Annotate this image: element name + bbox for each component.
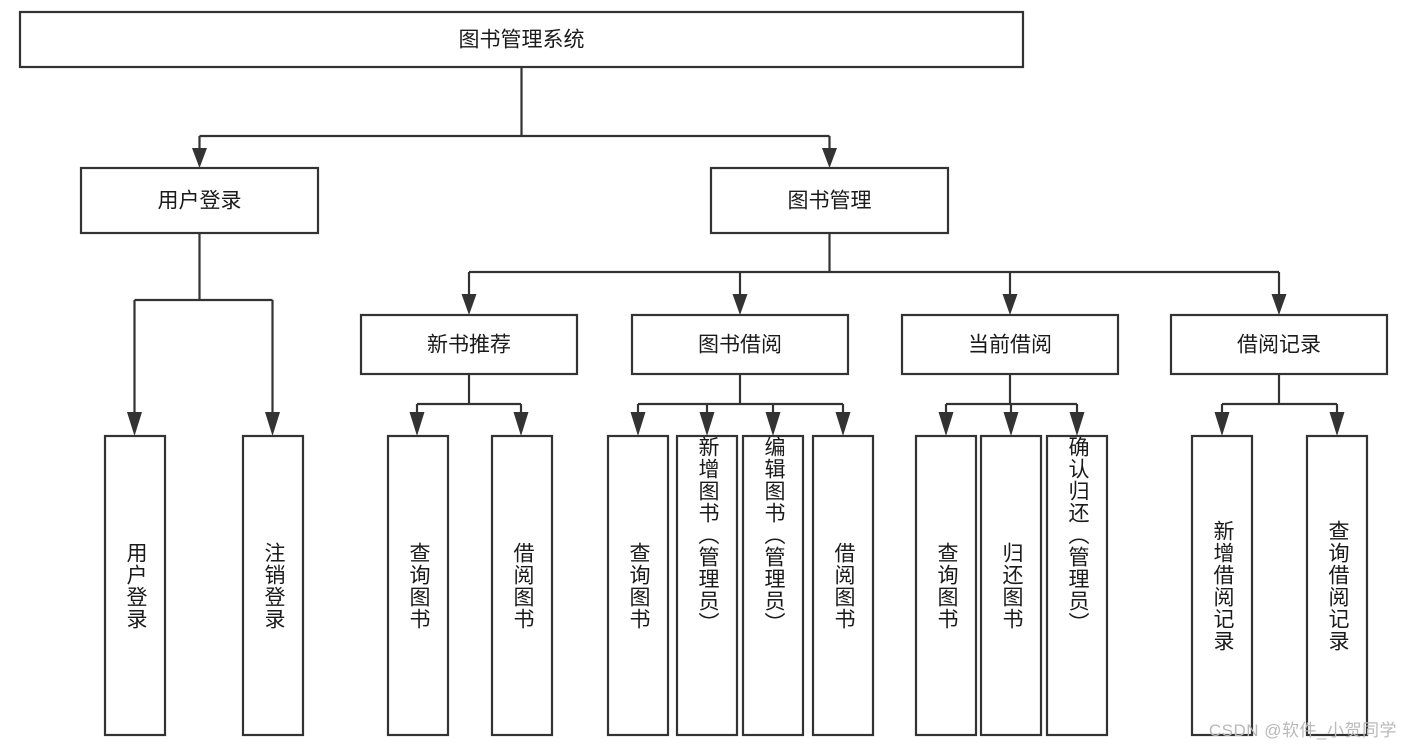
connector-group-book-manage (461, 233, 1287, 315)
arrow-head-icon-leaf-borrow-lend-book (835, 412, 851, 436)
arrow-head-icon-leaf-rec-query-record (1329, 412, 1345, 436)
node-box-leaf-borrow-edit-book[interactable] (741, 434, 805, 737)
arrow-head-icon-leaf-borrow-edit-book (765, 412, 781, 436)
node-box-leaf-borrow-query-book[interactable] (606, 434, 670, 737)
arrow-head-icon-leaf-cur-return-book (1003, 412, 1019, 436)
watermark-text: CSDN @软件_小贺同学 (1208, 721, 1397, 740)
node-label-user-login: 用户登录 (158, 190, 242, 213)
arrow-head-icon-leaf-borrow-query-book (630, 412, 646, 436)
node-box-leaf-rec-query-book[interactable] (386, 434, 450, 737)
arrow-head-icon-borrow-record (1271, 294, 1287, 315)
node-box-book-borrow[interactable] (630, 313, 850, 376)
arrow-head-icon-book-manage (822, 148, 837, 168)
node-box-leaf-rec-borrow-book[interactable] (490, 434, 554, 737)
arrow-head-icon-leaf-rec-add-record (1214, 412, 1230, 436)
connector-group-borrow-record (1214, 374, 1345, 436)
node-box-leaf-user-login[interactable] (103, 434, 167, 737)
node-box-leaf-cur-return-book[interactable] (979, 434, 1043, 737)
connector-group-current-borrow (938, 374, 1085, 436)
arrow-head-icon-leaf-user-login (127, 412, 142, 436)
arrow-head-icon-book-borrow (732, 294, 748, 315)
arrow-head-icon-user-login (192, 148, 207, 168)
arrow-head-icon-new-book-rec (461, 294, 477, 315)
arrow-head-icon-leaf-rec-borrow-book (513, 412, 529, 436)
arrow-head-icon-leaf-cur-confirm-return (1069, 412, 1085, 436)
node-box-borrow-record[interactable] (1169, 313, 1389, 376)
node-box-leaf-user-logout[interactable] (241, 434, 305, 737)
arrow-head-icon-leaf-user-logout (265, 412, 280, 436)
connector-group-root (192, 67, 837, 168)
node-box-leaf-cur-confirm-return[interactable] (1045, 434, 1109, 737)
node-box-leaf-rec-add-record[interactable] (1190, 434, 1254, 737)
node-box-current-borrow[interactable] (900, 313, 1120, 376)
node-label-book-manage: 图书管理 (788, 190, 872, 213)
arrow-head-icon-leaf-borrow-add-book (699, 412, 715, 436)
node-box-leaf-rec-query-record[interactable] (1305, 434, 1369, 737)
node-box-root[interactable] (18, 10, 1025, 69)
node-box-leaf-cur-query-book[interactable] (914, 434, 978, 737)
node-label-current-borrow: 当前借阅 (968, 334, 1052, 357)
node-label-borrow-record: 借阅记录 (1237, 334, 1321, 357)
node-label-root: 图书管理系统 (459, 29, 585, 52)
node-label-new-book-rec: 新书推荐 (427, 334, 511, 357)
arrow-head-icon-leaf-cur-query-book (938, 412, 954, 436)
connector-group-book-borrow (630, 374, 851, 436)
arrow-head-icon-leaf-rec-query-book (409, 412, 425, 436)
node-box-new-book-rec[interactable] (359, 313, 579, 376)
node-box-leaf-borrow-add-book[interactable] (675, 434, 739, 737)
node-label-book-borrow: 图书借阅 (698, 334, 782, 357)
node-box-leaf-borrow-lend-book[interactable] (811, 434, 875, 737)
connector-group-new-book-rec (409, 374, 529, 436)
arrow-head-icon-current-borrow (1002, 294, 1018, 315)
connector-group-user-login (127, 233, 280, 436)
node-box-user-login[interactable] (79, 166, 320, 235)
node-box-book-manage[interactable] (709, 166, 950, 235)
